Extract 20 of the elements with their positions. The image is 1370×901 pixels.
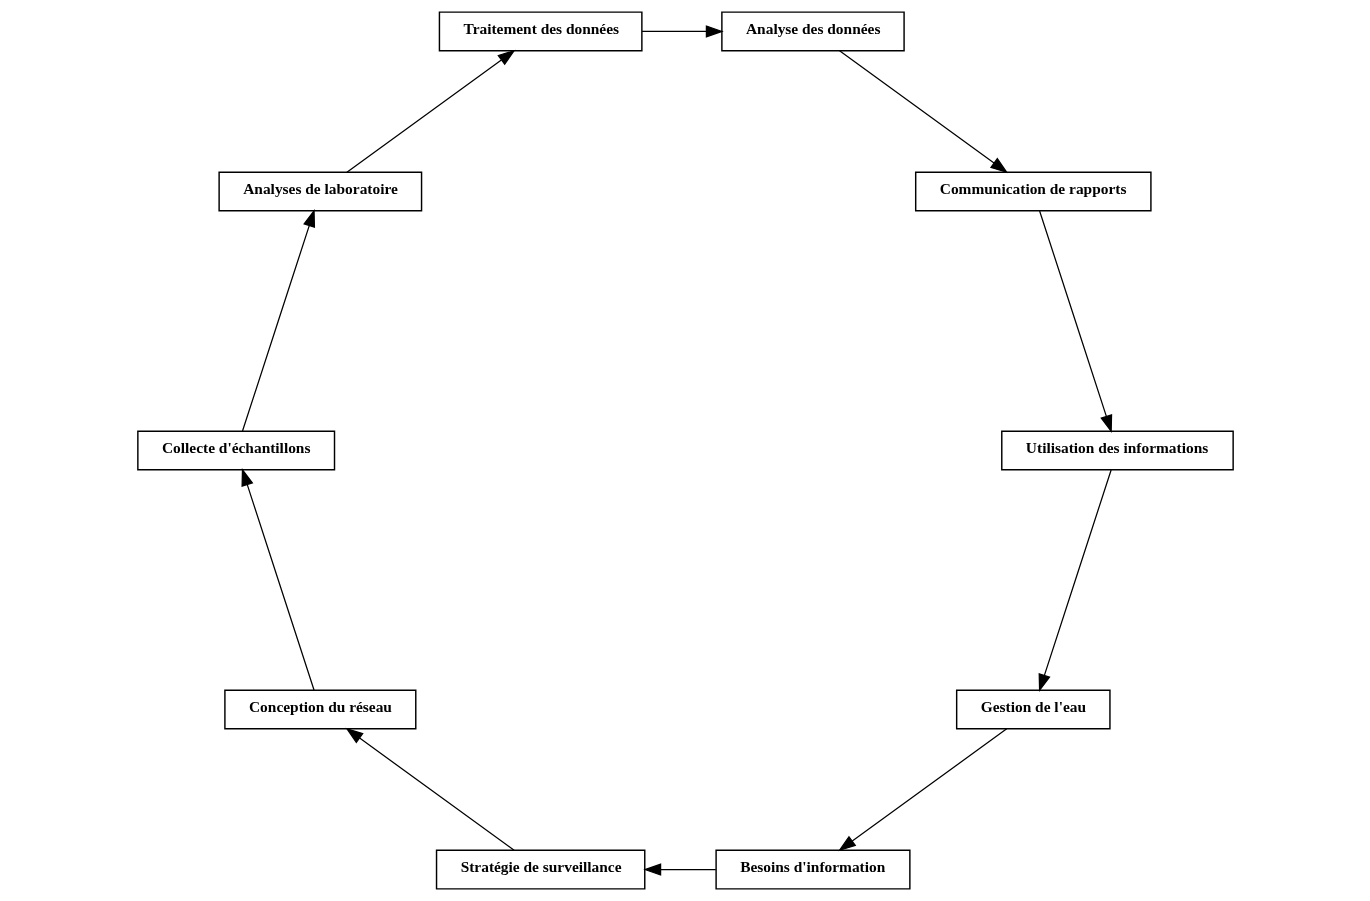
arrow — [1038, 469, 1112, 692]
arrow — [240, 468, 315, 691]
arrow — [640, 25, 724, 38]
arrow — [1038, 210, 1112, 433]
arrow — [344, 727, 515, 851]
node-box: Collecte d'échantillons — [136, 430, 335, 471]
node-box: Traitement des données — [438, 11, 643, 52]
arrow — [642, 863, 716, 876]
arrow — [345, 49, 516, 173]
arrow — [837, 728, 1007, 852]
node-box: Conception du réseau — [223, 689, 416, 730]
node-box: Gestion de l'eau — [955, 689, 1111, 730]
arrow — [838, 50, 1008, 174]
node-box: Analyses de laboratoire — [217, 171, 422, 212]
node-box: Utilisation des informations — [1000, 430, 1234, 471]
node-box: Stratégie de surveillance — [435, 849, 645, 890]
arrow — [241, 209, 315, 432]
node-box: Besoins d'information — [714, 849, 911, 890]
node-box: Analyse des données — [720, 11, 905, 52]
node-box: Communication de rapports — [914, 171, 1152, 212]
